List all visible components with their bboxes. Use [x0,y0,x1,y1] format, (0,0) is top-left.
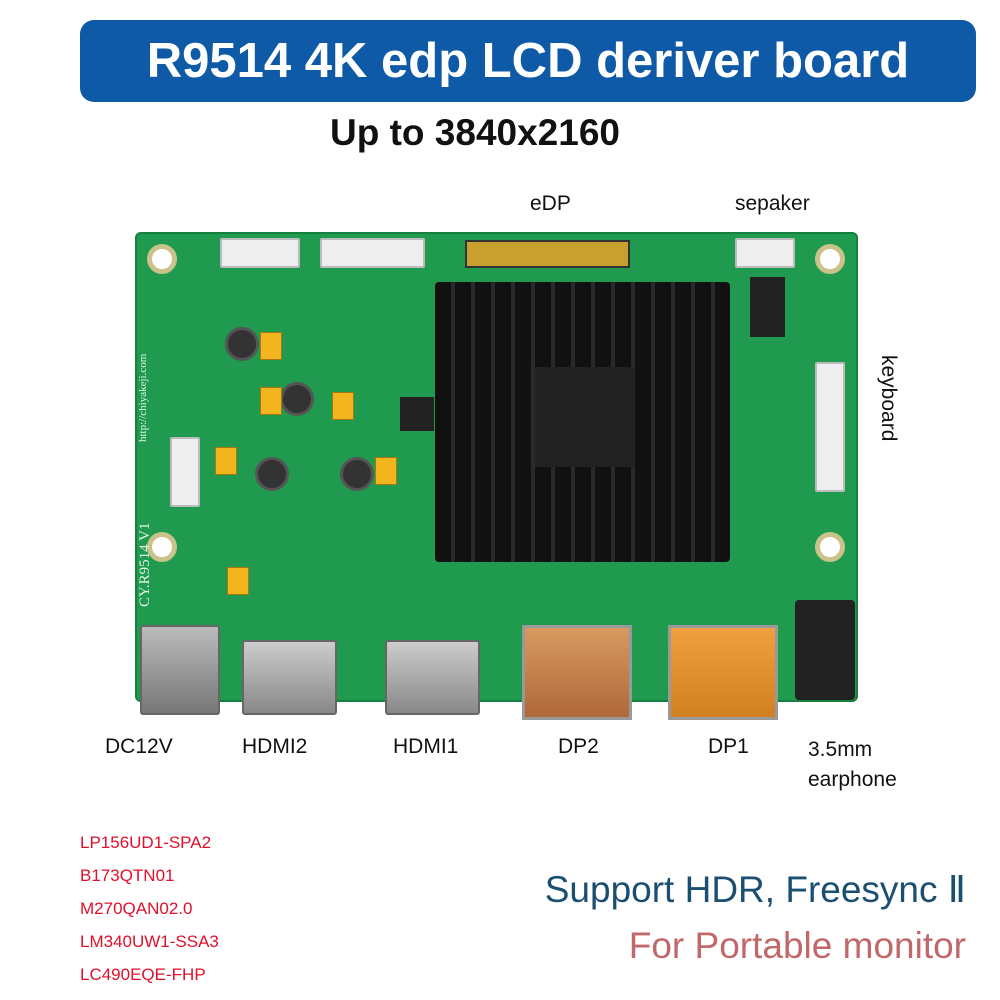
heatsink [435,282,730,562]
panel-model: B173QTN01 [80,866,175,885]
connector [220,238,300,268]
mount-hole [815,532,845,562]
feature-hdr-freesync: Support HDR, Freesync Ⅱ [544,869,966,910]
panel-model: LC490EQE-FHP [80,965,206,984]
label-keyboard: keyboard [877,355,900,442]
label-hdmi1: HDMI1 [393,735,459,758]
label-hdmi2: HDMI2 [242,735,308,758]
label-dp2: DP2 [558,735,599,758]
chip [750,277,785,337]
hdmi2-port [242,640,337,715]
speaker-connector [735,238,795,268]
panel-model: M270QAN02.0 [80,899,193,918]
capacitor [260,332,282,360]
mount-hole [815,244,845,274]
resolution-subtitle: Up to 3840x2160 [329,112,620,153]
hdmi1-port [385,640,480,715]
mount-hole [147,532,177,562]
capacitor [215,447,237,475]
feature-portable-monitor: For Portable monitor [628,925,966,966]
inductor [255,457,289,491]
capacitor [375,457,397,485]
label-speaker: sepaker [735,192,810,215]
mount-hole [147,244,177,274]
heatsink-core [535,367,635,467]
dp1-port [668,625,778,720]
label-dp1: DP1 [708,735,749,758]
inductor [340,457,374,491]
inductor [225,327,259,361]
label-earphone: 3.5mm earphone [808,738,897,791]
dc-jack [140,625,220,715]
dp2-port [522,625,632,720]
silkscreen-url: http://chiyakeji.com [137,353,149,442]
edp-connector [465,240,630,268]
connector [320,238,425,268]
chip [400,397,434,431]
audio-jack [795,600,855,700]
capacitor [260,387,282,415]
title-banner: R9514 4K edp LCD deriver board [80,20,976,102]
capacitor [227,567,249,595]
silkscreen-model: CY.R9514 V1 [137,522,153,607]
panel-model: LP156UD1-SPA2 [80,833,212,852]
inductor [280,382,314,416]
panel-model: LM340UW1-SSA3 [80,932,219,951]
label-dc12v: DC12V [105,735,173,758]
label-edp: eDP [530,192,571,215]
connector [170,437,200,507]
keyboard-connector [815,362,845,492]
capacitor [332,392,354,420]
pcb-board-photo: CY.R9514 V1 http://chiyakeji.com [135,232,858,702]
